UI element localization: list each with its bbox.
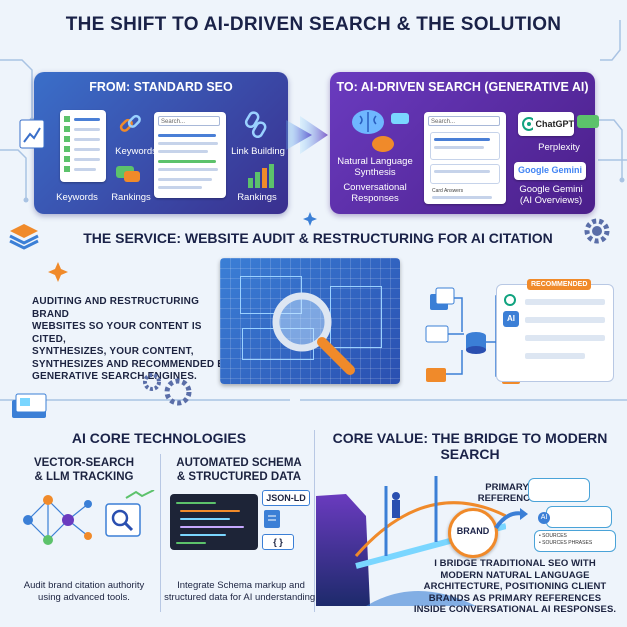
card-answer-text: Card Answers: [432, 188, 464, 194]
google-gemini-badge: Google Gemini: [514, 162, 586, 180]
google-gemini-logo-text: Google Gemini: [518, 165, 583, 175]
ai-badge: AI: [538, 512, 550, 524]
layers-icon: [9, 224, 39, 250]
document-icon: [264, 510, 280, 528]
search-box: Search...: [428, 116, 500, 126]
rankings-label-right: Rankings: [237, 192, 277, 203]
ai-response-card: [546, 506, 612, 528]
brain-icon: [372, 136, 394, 152]
code-braces-tag: { }: [262, 534, 294, 550]
core-tech-heading: AI CORE TECHNOLOGIES: [71, 430, 247, 446]
search-results-window: Search...: [154, 112, 226, 198]
conversational-responses-label: Conversational Responses: [343, 182, 407, 204]
ai-chat-card: RECOMMENDED AI: [496, 279, 614, 382]
stacked-cards-icon: [12, 393, 47, 418]
chatgpt-badge: ChatGPT: [518, 112, 574, 136]
search-box: Search...: [158, 116, 220, 126]
divider: [314, 430, 315, 612]
natural-language-synthesis-label: Natural Language Synthesis: [337, 156, 413, 178]
keywords-label-top: Keywords: [115, 146, 157, 157]
brain-icon: [352, 110, 384, 134]
sources-card: • SOURCES • SOURCES PHRASES: [534, 530, 616, 552]
sources-list: • SOURCES • SOURCES PHRASES: [539, 533, 593, 546]
standard-seo-panel: FROM: STANDARD SEO Keywords Search... Li…: [19, 72, 288, 214]
primary-reference-label: PRIMARY REFERENCE: [477, 482, 537, 504]
link-building-label: Link Building: [231, 146, 285, 157]
link-icon: [119, 114, 141, 132]
core-value-heading: CORE VALUE: THE BRIDGE TO MODERN SEARCH: [332, 430, 608, 462]
code-editor: [170, 494, 258, 550]
chatgpt-label: ChatGPT: [535, 119, 574, 129]
reference-arrow: [494, 508, 528, 530]
vector-search-caption: Audit brand citation authority using adv…: [23, 580, 145, 603]
ai-response-card: [528, 478, 590, 502]
divider: [160, 454, 161, 612]
gear-icon: [143, 373, 192, 406]
schema-title: AUTOMATED SCHEMA & STRUCTURED DATA: [176, 457, 302, 483]
chat-bubble-icon: [577, 115, 599, 128]
json-ld-tag: JSON-LD: [262, 490, 310, 506]
brand-label: BRAND: [456, 526, 490, 536]
chatgpt-logo-icon: [504, 294, 516, 306]
core-value-description: I BRIDGE TRADITIONAL SEO WITH MODERN NAT…: [413, 558, 617, 615]
clipboard-chart-icon: [19, 119, 45, 149]
service-description: AUDITING AND RESTRUCTURING BRAND WEBSITE…: [32, 296, 231, 382]
recommended-badge: RECOMMENDED: [527, 279, 592, 290]
transition-arrow: [286, 116, 328, 154]
ai-badge: AI: [503, 311, 519, 327]
keywords-label-bottom: Keywords: [56, 192, 98, 203]
vector-search-title: VECTOR-SEARCH & LLM TRACKING: [33, 457, 135, 483]
chain-link-icon: [244, 111, 267, 139]
chatgpt-logo-icon: [522, 117, 534, 131]
gear-icon: [584, 218, 610, 244]
bridge-illustration: [316, 476, 506, 606]
brand-badge: BRAND: [448, 508, 498, 558]
schema-caption: Integrate Schema markup and structured d…: [164, 580, 318, 603]
chat-bubble-icon: [116, 166, 140, 182]
vector-network-icon: [23, 490, 155, 545]
keywords-document: [60, 110, 106, 182]
bar-chart-icon: [248, 164, 274, 188]
service-heading: THE SERVICE: WEBSITE AUDIT & RESTRUCTURI…: [83, 230, 553, 246]
standard-seo-heading: FROM: STANDARD SEO: [89, 80, 233, 94]
ai-search-heading: TO: AI-DRIVEN SEARCH (GENERATIVE AI): [336, 80, 589, 94]
ai-search-panel: TO: AI-DRIVEN SEARCH (GENERATIVE AI) Nat…: [330, 72, 599, 214]
rankings-label-mid: Rankings: [111, 192, 151, 203]
perplexity-label: Perplexity: [538, 142, 580, 153]
chat-bubble-icon: [391, 113, 409, 124]
magnifying-glass-icon: [272, 292, 355, 375]
page-title: THE SHIFT TO AI-DRIVEN SEARCH & THE SOLU…: [65, 14, 562, 35]
ai-search-window: Search... Card Answers: [424, 112, 506, 204]
google-gemini-caption: Google Gemini (AI Overviews): [519, 184, 583, 206]
